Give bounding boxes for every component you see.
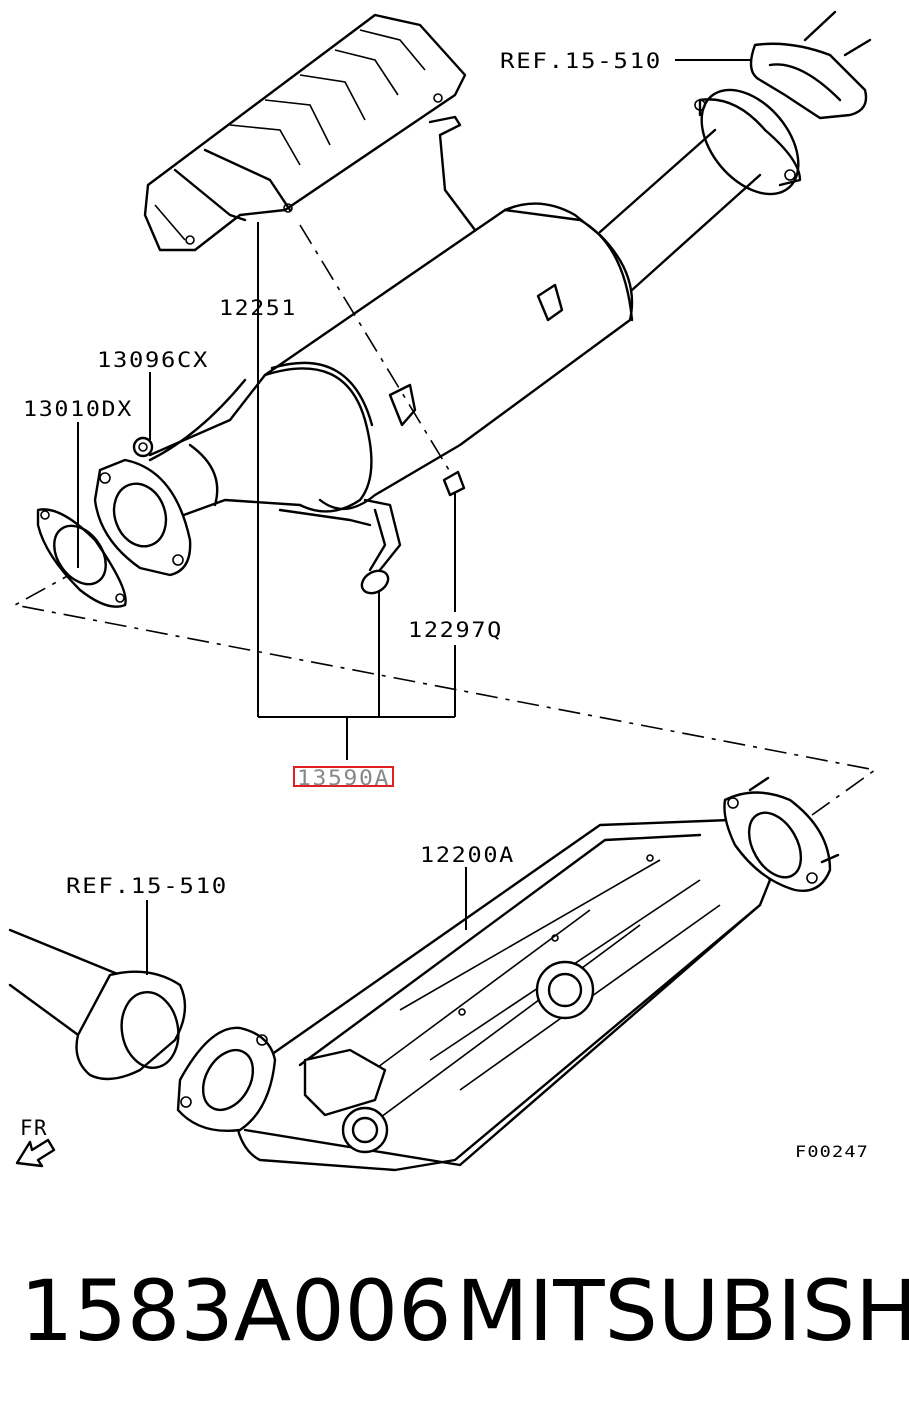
- product-caption: 1583A006 MITSUBISHI: [20, 1262, 909, 1372]
- top-assembly: [12, 13, 877, 816]
- heat-shield-upper: [143, 13, 467, 252]
- label-fr: FR: [20, 1116, 48, 1140]
- front-arrow-icon: [15, 1138, 56, 1168]
- brand-name: MITSUBISHI: [456, 1262, 909, 1360]
- leader-bracket-group: [258, 716, 455, 760]
- label-13010dx: 13010DX: [23, 397, 133, 421]
- label-12297q: 12297Q: [408, 618, 503, 642]
- label-13590a: 13590A: [297, 766, 390, 790]
- label-12200a: 12200A: [420, 843, 515, 867]
- label-13096cx: 13096CX: [97, 348, 209, 372]
- label-figure-code: F00247: [795, 1142, 869, 1161]
- assembly-plane-line: [12, 567, 877, 816]
- part-number: 1583A006: [20, 1262, 452, 1360]
- highlight-box-13590a: [293, 766, 394, 787]
- bolt-12297q: [442, 470, 466, 497]
- bottom-assembly: [8, 776, 840, 1172]
- catalytic-converter-lower-12200a: [176, 776, 840, 1172]
- gasket-13010dx: [36, 508, 127, 608]
- label-ref-top: REF.15-510: [500, 49, 662, 73]
- label-12251: 12251: [219, 296, 297, 320]
- catalytic-converter-upper: [93, 88, 802, 577]
- bracket-lower: [278, 498, 402, 595]
- bolt-axis-line: [299, 224, 456, 481]
- label-ref-bottom: REF.15-510: [66, 874, 228, 898]
- ref-top-pipe: [749, 10, 872, 120]
- nut-13096cx: [132, 436, 154, 458]
- ref-bottom-pipe: [8, 928, 187, 1081]
